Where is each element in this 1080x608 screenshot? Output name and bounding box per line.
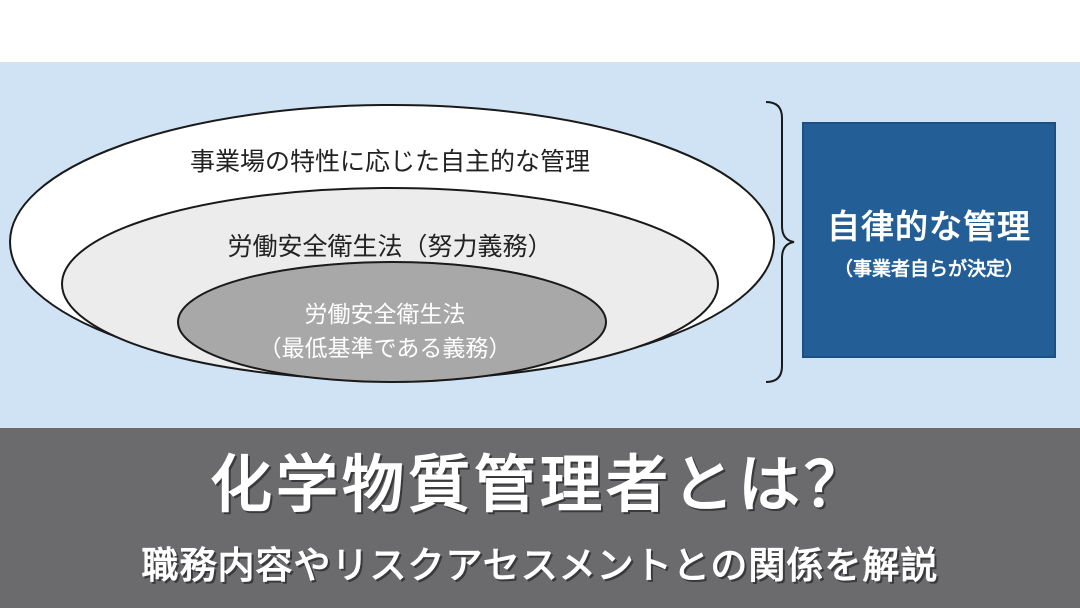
- inner-ellipse: [177, 261, 607, 383]
- inner-label-line-1: 労働安全衛生法: [304, 302, 466, 328]
- result-box-title: 自律的な管理: [827, 206, 1031, 246]
- nested-ellipse-diagram: [9, 101, 795, 383]
- autonomous-management-box: 自律的な管理 （事業者自らが決定）: [802, 122, 1056, 358]
- inner-label-line-2: （最低基準である義務）: [258, 336, 512, 362]
- result-box-subtitle: （事業者自らが決定）: [833, 257, 1024, 280]
- curly-brace: [765, 101, 795, 383]
- outer-ellipse-label: 事業場の特性に応じた自主的な管理: [189, 147, 590, 176]
- caption-subtitle: 職務内容やリスクアセスメントとの関係を解説: [141, 544, 939, 587]
- caption-title: 化学物質管理者とは？: [209, 448, 870, 521]
- top-band: [0, 0, 1080, 62]
- diagram-panel: 事業場の特性に応じた自主的な管理 労働安全衛生法（努力義務） 労働安全衛生法 （…: [0, 62, 1080, 428]
- inner-ellipse-label: 労働安全衛生法 （最低基準である義務）: [185, 298, 585, 366]
- middle-ellipse-label: 労働安全衛生法（努力義務）: [227, 232, 553, 261]
- caption-band: 化学物質管理者とは？ 職務内容やリスクアセスメントとの関係を解説: [0, 428, 1080, 608]
